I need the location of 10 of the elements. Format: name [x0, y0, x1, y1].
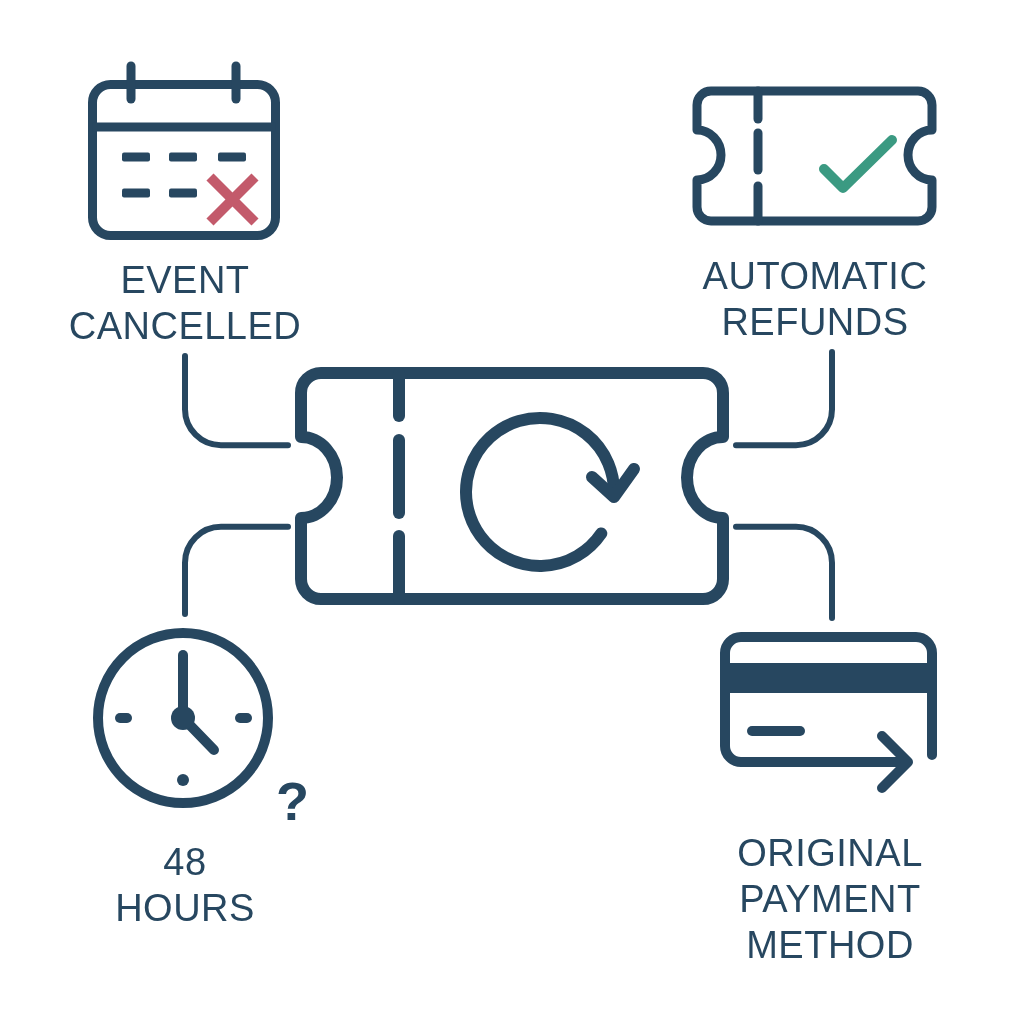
question-mark: ?	[276, 774, 309, 828]
connector-line	[733, 523, 835, 621]
connector-line	[733, 349, 835, 449]
node-label: AUTOMATIC REFUNDS	[701, 254, 929, 345]
connector-line	[182, 353, 291, 449]
node-label: ORIGINAL PAYMENT METHOD	[736, 831, 924, 968]
node-label: 48 HOURS	[114, 840, 256, 931]
node-label: EVENT CANCELLED	[67, 258, 303, 349]
connector-line	[182, 523, 291, 617]
ticket-illustration	[294, 366, 730, 606]
